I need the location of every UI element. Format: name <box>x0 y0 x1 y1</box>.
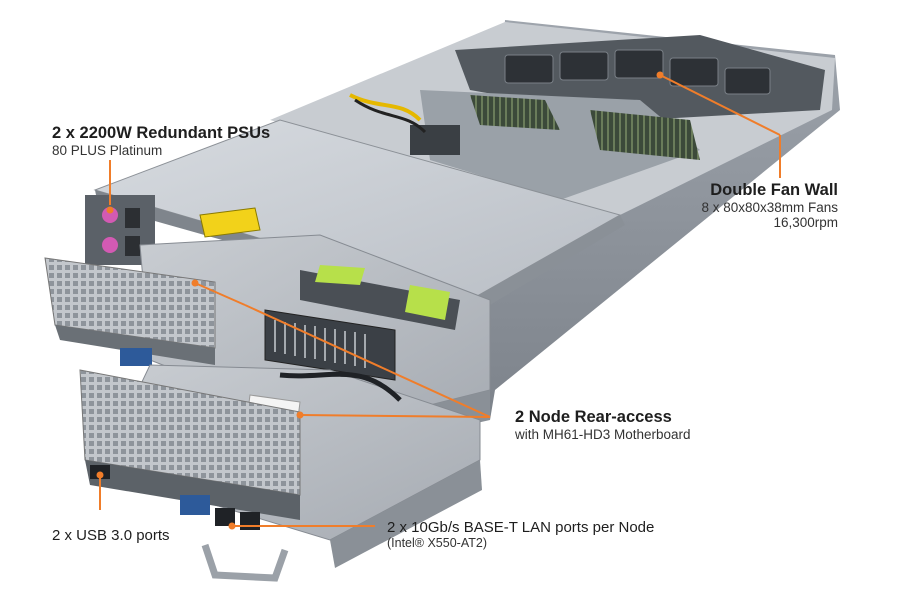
callout-fan: Double Fan Wall 8 x 80x80x38mm Fans 16,3… <box>701 181 838 231</box>
callout-lan-title: 2 x 10Gb/s BASE-T LAN ports per Node <box>387 519 655 536</box>
callout-fan-line1: 8 x 80x80x38mm Fans <box>701 199 838 215</box>
callout-node-title: 2 Node Rear-access <box>515 408 672 426</box>
callout-usb: 2 x USB 3.0 ports <box>52 527 170 544</box>
expansion-card <box>264 309 396 381</box>
warning-sticker <box>199 207 261 238</box>
callout-fan-title: Double Fan Wall <box>710 181 838 199</box>
callout-psu-title: 2 x 2200W Redundant PSUs <box>52 124 271 142</box>
callout-psu: 2 x 2200W Redundant PSUs 80 PLUS Platinu… <box>52 124 270 158</box>
callout-lan: 2 x 10Gb/s BASE-T LAN ports per Node (In… <box>387 519 654 551</box>
callout-node: 2 Node Rear-access with MH61-HD3 Motherb… <box>515 408 691 442</box>
callout-lan-subtitle: (Intel® X550-AT2) <box>387 536 487 551</box>
callout-usb-title: 2 x USB 3.0 ports <box>52 527 170 544</box>
callout-fan-line2: 16,300rpm <box>773 215 838 231</box>
callout-node-subtitle: with MH61-HD3 Motherboard <box>515 426 691 442</box>
node-handle <box>201 543 289 582</box>
callout-psu-subtitle: 80 PLUS Platinum <box>52 142 163 158</box>
